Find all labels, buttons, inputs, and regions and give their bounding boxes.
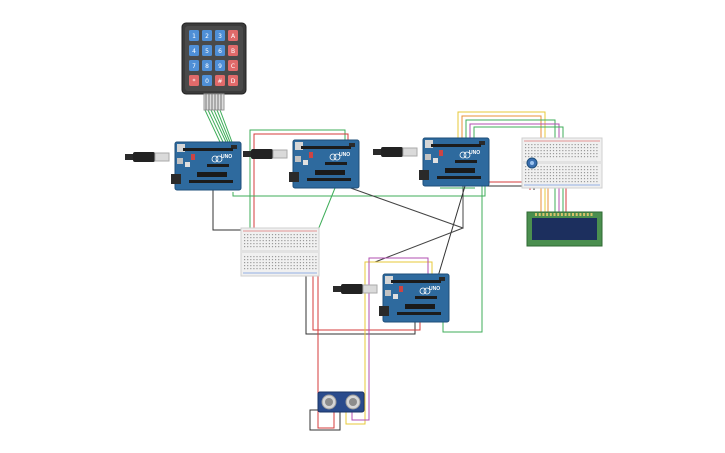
keypad-key[interactable] xyxy=(228,30,238,41)
keypad-key[interactable] xyxy=(215,60,225,71)
keypad-key-label: B xyxy=(231,48,235,55)
keypad-key-label: D xyxy=(231,78,236,85)
keypad-key[interactable] xyxy=(228,45,238,56)
keypad-key[interactable] xyxy=(189,60,199,71)
keypad-key[interactable] xyxy=(189,45,199,56)
wire-red[interactable] xyxy=(312,276,421,331)
keypad-key-label: 0 xyxy=(205,78,209,85)
arduino-4[interactable]: UNO xyxy=(332,273,450,323)
keypad-wire[interactable] xyxy=(210,109,227,143)
keypad-key[interactable] xyxy=(215,30,225,41)
wire-black[interactable] xyxy=(212,190,250,231)
arduino-3[interactable]: UNO xyxy=(372,137,490,187)
keypad-key-label: 3 xyxy=(218,33,222,40)
keypad[interactable]: 1 2 3 A 4 5 6 B 7 8 9 C * 0 # D xyxy=(181,22,247,111)
wire-green[interactable] xyxy=(442,186,483,333)
wire-black[interactable] xyxy=(305,276,416,335)
keypad-wire[interactable] xyxy=(219,109,233,143)
breadboard-main-holes xyxy=(244,234,317,270)
arduino-1-model: UNO xyxy=(221,154,232,160)
arduino-3-model: UNO xyxy=(469,150,480,156)
wire-green[interactable] xyxy=(232,186,486,197)
keypad-key-label: C xyxy=(231,63,235,70)
keypad-key[interactable] xyxy=(228,75,238,86)
wire-black[interactable] xyxy=(344,185,464,229)
keypad-keys: 1 2 3 A 4 5 6 B 7 8 9 C * 0 # D xyxy=(189,30,238,86)
keypad-key-label: 8 xyxy=(205,63,209,70)
keypad-key-label: # xyxy=(217,78,222,85)
keypad-wire[interactable] xyxy=(204,109,221,143)
keypad-key[interactable] xyxy=(228,60,238,71)
keypad-key-label: 1 xyxy=(192,33,196,40)
wire-yellow[interactable] xyxy=(345,261,433,425)
wire-black[interactable] xyxy=(309,409,341,431)
keypad-key-label: 7 xyxy=(192,63,196,70)
breadboard-lcd[interactable] xyxy=(521,137,603,189)
wire-black[interactable] xyxy=(374,227,464,263)
keypad-key-label: 9 xyxy=(218,63,222,70)
keypad-key-label: 4 xyxy=(192,48,196,55)
keypad-wire[interactable] xyxy=(213,109,229,143)
arduino-2-model: UNO xyxy=(339,152,350,158)
keypad-key[interactable] xyxy=(189,30,199,41)
keypad-key-label: A xyxy=(231,33,236,40)
arduino-1[interactable]: UNO xyxy=(124,141,242,191)
keypad-wire[interactable] xyxy=(207,109,224,143)
wire-red[interactable] xyxy=(253,133,349,240)
keypad-key[interactable] xyxy=(202,60,212,71)
lcd-display[interactable] xyxy=(526,211,603,247)
keypad-key[interactable] xyxy=(202,30,212,41)
wire-red[interactable] xyxy=(317,276,335,429)
ultrasonic-sensor[interactable] xyxy=(317,391,365,413)
keypad-key[interactable] xyxy=(202,75,212,86)
keypad-key-label: * xyxy=(193,78,196,85)
arduino-4-model: UNO xyxy=(429,286,440,292)
keypad-key[interactable] xyxy=(202,45,212,56)
arduino-2[interactable]: UNO xyxy=(242,139,360,189)
breadboard-lcd-holes xyxy=(525,144,598,183)
keypad-key[interactable] xyxy=(215,45,225,56)
lcd-pins xyxy=(535,213,593,216)
wire-purple[interactable] xyxy=(351,257,429,421)
keypad-key-label: 2 xyxy=(205,33,209,40)
wire-green[interactable] xyxy=(317,187,336,231)
keypad-wire[interactable] xyxy=(216,109,231,143)
keypad-key[interactable] xyxy=(189,75,199,86)
wire-green[interactable] xyxy=(249,129,346,236)
keypad-key[interactable] xyxy=(215,75,225,86)
keypad-key-label: 5 xyxy=(205,48,209,55)
breadboard-main[interactable] xyxy=(240,227,320,277)
keypad-key-label: 6 xyxy=(218,48,222,55)
